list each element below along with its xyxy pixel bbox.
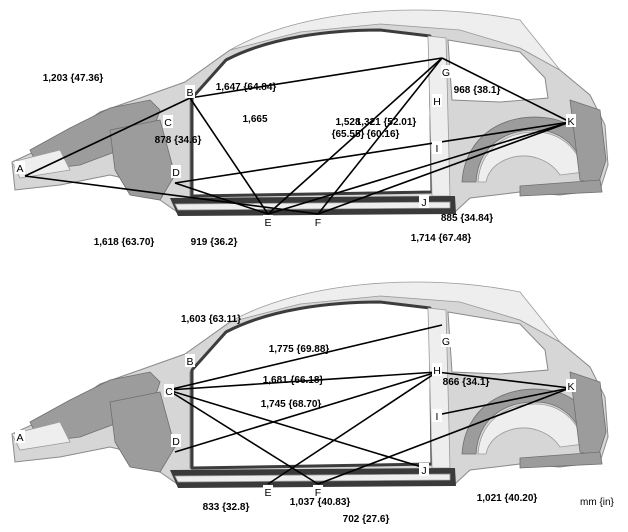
point-label-c: C [164,117,172,129]
point-f: F [313,215,323,229]
point-d: D [171,434,181,448]
point-label-e: E [264,217,271,229]
point-i: I [432,141,442,155]
measurement-line-c-g [167,324,443,391]
measurement-label-d-e: 919 {36.2} [191,237,238,248]
measurement-label-f-k: 1,037 {40.83} [290,497,351,508]
point-label-b: B [186,87,193,99]
measurement-label-e-h: 833 {32.8} [203,502,250,513]
measurement-line-d-k [174,121,571,184]
point-label-i: I [436,411,439,423]
measurement-line-e-h [267,371,438,485]
point-label-f: F [315,217,321,229]
measurement-label-c-j: 702 {27.6} [343,514,390,525]
point-k: K [566,379,576,393]
measurement-label-i-k: 1,021 {40.20} [477,493,538,504]
point-label-h: H [433,365,441,377]
measurement-label-e-g: 1,528 [335,117,360,128]
measurement-label-d-h: 1,745 {68.70} [261,399,322,410]
measurement-line-b-e [189,97,269,215]
point-label-a: A [16,432,23,444]
measurement-label-d-k: 1,665 [242,114,267,125]
point-k: K [566,114,576,128]
measurement-lines-bottom [167,324,571,485]
point-label-b: B [186,356,193,368]
measurement-label-e-k: 1,714 {67.48} [411,233,472,244]
measurement-line-c-j [167,389,426,469]
measurement-line-g-k [441,57,571,123]
measurement-label-g-k: 968 {38.1} [454,85,501,96]
point-label-f: F [315,487,321,499]
point-c: C [163,115,173,129]
measurement-line-h-k [436,371,571,389]
point-label-d: D [172,436,180,448]
point-c: C [164,384,174,398]
measurement-label-f-k: 885 {34.84} [441,213,493,224]
car-body-illustration-top [10,8,610,218]
point-label-a: A [16,163,23,175]
measurement-label-a-b: 1,203 {47.36} [43,73,104,84]
measurement-lines-top [24,57,571,215]
point-label-d: D [172,167,180,179]
measurement-line-b-g [189,57,443,99]
point-h: H [432,363,442,377]
measurement-label-b-g: 1,647 {64.84} [216,82,277,93]
measurement-line-i-k [436,387,571,416]
point-e: E [263,485,273,499]
measurement-line-e-g [267,57,443,215]
point-label-j: J [421,465,426,477]
point-label-e: E [264,487,271,499]
measurement-labels-top: 1,203 {47.36} 1,647 {64.84} 878 {34.6} 1,66… [43,73,501,248]
unit-note: mm {in} [580,497,615,508]
measurement-line-c-h [167,371,438,391]
measurement-label-c-h: 1,681 {66.18} [263,375,324,386]
measurement-label-e-g: {60.16} [367,129,400,140]
reference-points-top: A B C D E F G H I J K [15,65,576,229]
measurement-line-f-k [317,121,571,215]
point-label-i: I [436,143,439,155]
measurement-label-c-f: 1,603 {63.11} [181,314,241,325]
measurement-line-a-f [24,175,319,215]
point-label-g: G [442,336,450,348]
measurement-line-f-k [317,387,571,485]
point-label-k: K [567,381,574,393]
point-h: H [432,94,442,108]
measurement-label-a-f: 1,618 {63.70} [94,237,155,248]
measurement-line-f-g [317,57,443,215]
body-side-view-top: A B C D E F G H I J K 1,203 {47.36} 1,647 {64.84} 87… [10,8,610,248]
measurement-labels-bottom: 1,603 {63.11} 1,775 {69.88} 1,681 {66.18} 1… [181,314,537,525]
point-j: J [419,463,429,477]
measurement-label-b-e: 878 {34.6} [155,135,202,146]
point-a: A [15,430,25,444]
point-g: G [441,334,451,348]
point-label-h: H [433,96,441,108]
reference-points-bottom: A B C D E F G H I J K [15,334,576,499]
point-b: B [185,85,195,99]
measurement-label-h-k: 866 {34.1} [443,377,490,388]
point-label-c: C [165,386,173,398]
point-g: G [441,65,451,79]
point-a: A [15,161,25,175]
point-j: J [419,195,429,209]
point-f: F [313,485,323,499]
measurement-line-d-h [174,371,438,453]
point-i: I [432,409,442,423]
measurement-line-e-k [267,121,571,215]
measurement-label-c-g: 1,775 {69.88} [269,344,330,355]
point-label-k: K [567,116,574,128]
measurement-line-a-b [24,97,191,177]
measurement-line-d-e [174,182,269,215]
measurement-label-f-g: 1,321 {52.01} [356,117,417,128]
point-label-g: G [442,67,450,79]
point-d: D [171,165,181,179]
point-b: B [185,354,195,368]
measurement-label-d-k: {65.55} [332,129,365,140]
point-e: E [263,215,273,229]
point-label-j: J [421,197,426,209]
